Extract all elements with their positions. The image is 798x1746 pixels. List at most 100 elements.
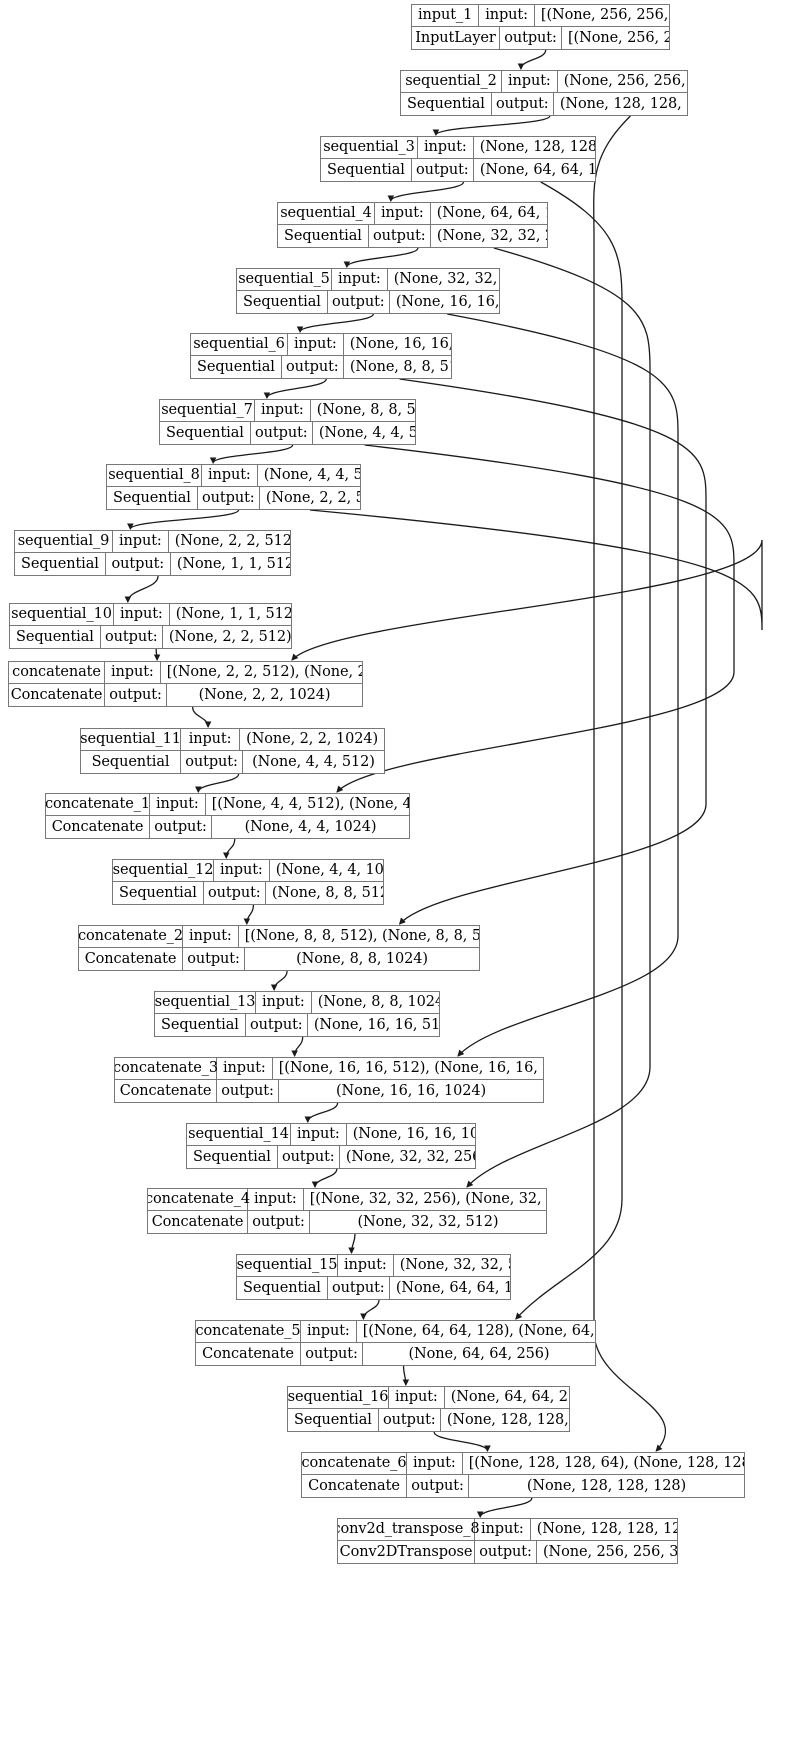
layer-name: sequential_9 [15,531,113,553]
output-shape-value: (None, 32, 32, 512) [357,1213,499,1230]
output-shape-value: (None, 2, 2, 512) [168,628,292,645]
input-shape-value: (None, 64, 64, 256) [450,1389,569,1406]
layer-class: Sequential [160,422,251,444]
edge-concatenate_1-to-sequential_12 [222,838,236,860]
input-shape-value: [(None, 2, 2, 512), (None, 2, 2, 512)] [166,664,362,681]
input-shape-value: (None, 2, 2, 512) [174,533,291,550]
output-label: output: [204,882,266,904]
output-label: output: [328,291,390,313]
output-shape-value: (None, 16, 16, 512) [395,293,500,310]
output-shape-value: (None, 32, 32, 256) [436,227,547,244]
input-shape-value: (None, 64, 64, 128) [436,205,547,222]
edge-sequential_5-to-concatenate_3 [447,313,679,1057]
output-shape-value: (None, 256, 256, 3) [543,1543,678,1560]
layer-class: Sequential [321,159,412,181]
output-label: output: [217,1080,279,1102]
output-shape-value: (None, 1, 1, 512) [176,555,291,572]
layer-name: sequential_15 [237,1255,338,1277]
output-shape-value: (None, 4, 4, 512) [318,424,415,441]
input-shape-value: (None, 4, 4, 512) [263,467,360,484]
input-label: input: [217,1058,273,1080]
output-label: output: [412,159,474,181]
layer-class: Concatenate [46,816,150,838]
output-label: output: [301,1343,363,1365]
input-shape-value: [(None, 8, 8, 512), (None, 8, 8, 512)] [244,928,479,945]
output-shape-value: (None, 8, 8, 512) [349,358,451,375]
output-shape-value: (None, 2, 2, 1024) [198,686,331,703]
input-shape-value: (None, 128, 128, 64) [479,139,595,156]
layer-class: Sequential [155,1014,246,1036]
input-label: input: [479,5,535,27]
output-label: output: [106,553,171,575]
input-label: input: [288,334,344,356]
output-shape-value: (None, 64, 64, 256) [408,1345,550,1362]
layer-class: Concatenate [9,684,105,706]
input-shape-value: (None, 32, 32, 512) [399,1257,510,1274]
output-shape-value: (None, 8, 8, 512) [271,884,384,901]
edge-sequential_9-to-sequential_10 [124,575,159,604]
layer-name: sequential_13 [155,992,256,1014]
input-label: input: [407,1453,463,1475]
output-shape-value: [(None, 256, 256, 3)] [568,29,669,46]
input-label: input: [502,71,558,93]
output-label: output: [183,948,245,970]
layer-class: Concatenate [196,1343,301,1365]
layer-name: sequential_14 [187,1124,291,1146]
output-shape-value: (None, 2, 2, 512) [265,489,360,506]
layer-name: concatenate_5 [196,1321,301,1343]
layer-class: Concatenate [79,948,183,970]
edge-sequential_7-to-concatenate_1 [336,444,735,793]
input-label: input: [418,137,474,159]
layer-class: Concatenate [115,1080,217,1102]
input-label: input: [338,1255,394,1277]
layer-class: Sequential [288,1409,379,1431]
output-label: output: [181,751,243,773]
output-label: output: [328,1277,390,1299]
input-label: input: [202,465,258,487]
output-label: output: [248,1211,310,1233]
edge-sequential_4-to-sequential_5 [343,247,419,269]
layer-class: Sequential [237,291,328,313]
edge-sequential_10-to-concatenate [153,648,161,662]
output-label: output: [475,1541,537,1563]
edge-sequential_15-to-concatenate_5 [360,1299,380,1321]
output-label: output: [150,816,212,838]
edge-sequential_5-to-sequential_6 [296,313,374,334]
output-shape-value: (None, 4, 4, 512) [252,753,375,770]
edge-sequential_8-to-sequential_9 [127,509,240,531]
edge-sequential_16-to-concatenate_6 [433,1431,491,1453]
output-label: output: [369,225,431,247]
input-shape-value: [(None, 64, 64, 128), (None, 64, 64, 128… [362,1323,595,1340]
output-shape-value: (None, 64, 64, 128) [479,161,595,178]
